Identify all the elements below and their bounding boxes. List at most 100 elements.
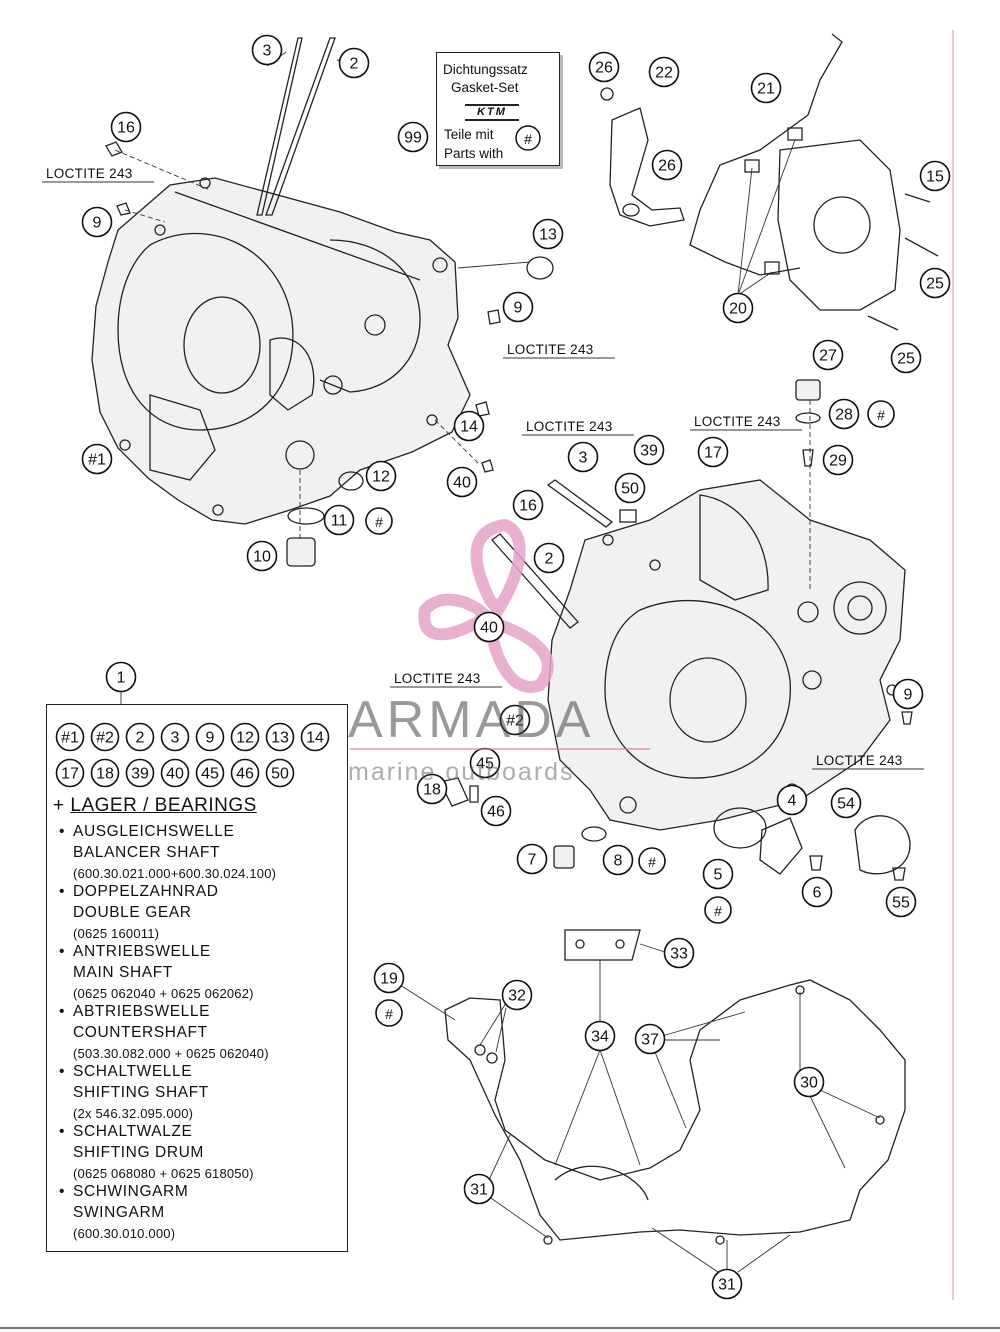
callout-55: 55	[885, 886, 917, 918]
callout-label: 40	[480, 620, 498, 637]
callout-39: 39	[633, 434, 665, 466]
legend-heading: + LAGER / BEARINGS	[53, 795, 257, 817]
callout-46: 46	[480, 795, 512, 827]
callout-32: 32	[501, 979, 533, 1011]
callout-6: 6	[801, 876, 833, 908]
callout-3: 3	[567, 441, 599, 473]
callout-3: 3	[251, 34, 283, 66]
loctite-note: LOCTITE 243	[812, 753, 924, 770]
callout-20: 20	[722, 292, 754, 324]
callout-label: 46	[487, 804, 505, 821]
legend-chip-label: 50	[271, 766, 289, 783]
callout-21: 21	[750, 72, 782, 104]
gasket-set-label: Dichtungssatz Gasket-Set KTM Teile mit P…	[436, 52, 560, 166]
callout-label: 22	[655, 65, 673, 82]
legend-chip-label: #1	[61, 730, 79, 747]
bearing-part-numbers: (0625 160011)	[73, 926, 160, 941]
callout-label: 7	[528, 852, 537, 869]
callout-label: 12	[372, 469, 390, 486]
callout-5: 5	[702, 858, 734, 890]
legend-chip-40: 40	[160, 758, 190, 788]
callout-label: 3	[579, 450, 588, 467]
callout-label: 4	[788, 793, 797, 810]
callout-10: 10	[246, 540, 278, 572]
legend-chip-label: 46	[236, 766, 254, 783]
bearing-name-de: SCHALTWELLE	[73, 1063, 193, 1080]
legend-chip-label: 13	[271, 730, 289, 747]
callout-label: 25	[926, 276, 944, 293]
legend-chip-label: 39	[131, 766, 149, 783]
callout-label: #	[714, 903, 722, 919]
callout-label: 13	[539, 227, 557, 244]
legend-chip-num1: #1	[55, 722, 85, 752]
callout-label: 14	[460, 419, 478, 436]
callout-label: 27	[819, 348, 837, 365]
right-studs	[491, 379, 913, 725]
callout-hash: #	[638, 847, 666, 875]
bearing-part-numbers: (503.30.082.000 + 0625 062040)	[73, 1046, 269, 1061]
callout-label: 5	[714, 867, 723, 884]
callout-12: 12	[365, 460, 397, 492]
callout-25: 25	[890, 342, 922, 374]
callout-label: 30	[800, 1075, 818, 1092]
callout-label: #2	[506, 713, 524, 730]
gasket-set-title-de: Dichtungssatz	[443, 62, 528, 77]
bearing-name-en: BALANCER SHAFT	[73, 844, 221, 861]
bearing-name-en: MAIN SHAFT	[73, 964, 173, 981]
callout-num2: #2	[499, 704, 531, 736]
legend-chip-17: 17	[55, 758, 85, 788]
loctite-note: LOCTITE 243	[390, 671, 502, 688]
callout-label: 26	[595, 60, 613, 77]
callout-label: 39	[640, 443, 658, 460]
callout-label: #	[375, 514, 383, 530]
callout-34: 34	[584, 1020, 616, 1052]
legend-chip-label: 3	[171, 730, 180, 747]
callout-label: 20	[729, 301, 747, 318]
bearing-name-de: DOPPELZAHNRAD	[73, 883, 219, 900]
bearing-name-de: AUSGLEICHSWELLE	[73, 823, 235, 840]
callout-label: 19	[380, 971, 398, 988]
callout-40: 40	[446, 466, 478, 498]
bearing-part-numbers: (0625 062040 + 0625 062062)	[73, 986, 254, 1001]
bearing-part-numbers: (600.30.021.000+600.30.024.100)	[73, 866, 277, 881]
callout-label: #	[385, 1006, 393, 1022]
callout-label: 2	[545, 551, 554, 568]
callout-37: 37	[634, 1023, 666, 1055]
legend-heading-text: LAGER / BEARINGS	[70, 795, 257, 816]
callout-hash: #	[375, 999, 403, 1027]
callout-label: 55	[892, 895, 910, 912]
callout-31: 31	[711, 1268, 743, 1300]
legend-chip-2: 2	[125, 722, 155, 752]
callout-17: 17	[697, 436, 729, 468]
callout-27: 27	[812, 339, 844, 371]
loctite-note-text: LOCTITE 243	[507, 342, 594, 357]
callout-9: 9	[502, 291, 534, 323]
callout-label: 40	[453, 475, 471, 492]
callout-label: 9	[904, 687, 913, 704]
callout-40: 40	[473, 611, 505, 643]
legend-chip-12: 12	[230, 722, 260, 752]
callout-label: 31	[718, 1277, 736, 1294]
legend-chip-label: 2	[136, 730, 145, 747]
gasket-set-parts-en: Parts with	[444, 146, 504, 161]
callout-16: 16	[110, 111, 142, 143]
bearing-name-en: DOUBLE GEAR	[73, 904, 192, 921]
callout-16: 16	[512, 489, 544, 521]
callout-label: 18	[423, 782, 441, 799]
callout-25: 25	[919, 267, 951, 299]
loctite-note: LOCTITE 243	[42, 166, 154, 183]
callout-30: 30	[793, 1066, 825, 1098]
bearing-name-de: SCHWINGARM	[73, 1183, 189, 1200]
callout-label: 34	[591, 1029, 609, 1046]
callout-label: 54	[837, 796, 855, 813]
callout-26: 26	[588, 51, 620, 83]
lower-small-parts	[439, 777, 911, 881]
callout-54: 54	[830, 787, 862, 819]
